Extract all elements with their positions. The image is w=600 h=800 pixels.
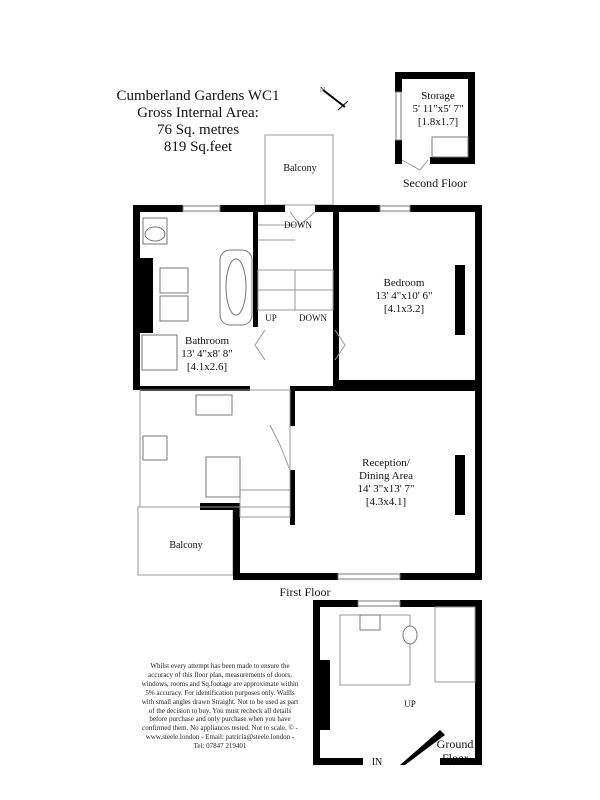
bathroom-imperial: 13' 4"x8' 8"	[181, 348, 232, 360]
bathroom-name: Bathroom	[185, 335, 229, 347]
stairs-down-top: DOWN	[284, 220, 312, 230]
bathroom-metric: [4.1x2.6]	[187, 361, 227, 373]
area-sqm: 76 Sq. metres	[157, 122, 239, 138]
first-floor: Balcony Balcony	[133, 134, 482, 599]
reception-imperial: 14' 3"x13' 7"	[358, 483, 415, 495]
stairs-down: DOWN	[299, 313, 327, 323]
storage-imperial: 5' 11"x5' 7"	[412, 103, 463, 115]
bedroom-imperial: 13' 4"x10' 6"	[376, 290, 433, 302]
north-arrow-icon: N	[320, 86, 349, 111]
balcony-bottom-label: Balcony	[169, 540, 202, 551]
bedroom-metric: [4.1x3.2]	[384, 303, 424, 315]
stairs-up: UP	[265, 313, 277, 323]
svg-text:N: N	[320, 86, 325, 94]
area-label: Gross Internal Area:	[137, 105, 259, 121]
reception-name-2: Dining Area	[359, 470, 413, 482]
address: Cumberland Gardens WC1	[116, 88, 279, 104]
ground-floor-label-1: Ground	[437, 737, 474, 751]
storage-metric: [1.8x1.7]	[418, 116, 458, 128]
ground-floor: UP IN Ground Floor	[313, 600, 482, 768]
reception-name: Reception/	[362, 457, 411, 469]
balcony-top-label: Balcony	[283, 163, 316, 174]
second-floor-label: Second Floor	[403, 176, 467, 190]
second-floor-storage: Storage 5' 11"x5' 7" [1.8x1.7] Second Fl…	[395, 72, 475, 190]
disclaimer-text: Whilst every attempt has been made to en…	[141, 662, 299, 751]
entrance-label: IN	[372, 757, 383, 768]
bedroom-name: Bedroom	[384, 277, 425, 289]
property-header: Cumberland Gardens WC1 Gross Internal Ar…	[116, 88, 279, 155]
ground-stairs-up: UP	[404, 699, 416, 709]
reception-metric: [4.3x4.1]	[366, 496, 406, 508]
first-floor-label: First Floor	[279, 585, 330, 599]
storage-name: Storage	[421, 90, 455, 102]
area-sqft: 819 Sq.feet	[164, 139, 233, 155]
ground-floor-label-2: Floor	[442, 751, 468, 765]
